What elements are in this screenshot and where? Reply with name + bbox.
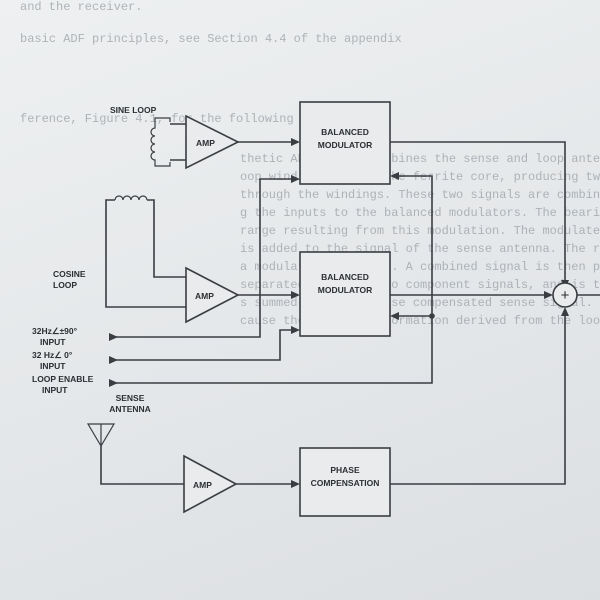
arrow-amp-bottom-to-phase (291, 480, 300, 488)
phase-compensation-block (299, 447, 391, 517)
wire-32hz-0 (110, 329, 292, 361)
mod-bottom-label-1: BALANCED (321, 272, 369, 282)
label-input-90-2: INPUT (40, 337, 66, 347)
bg-line-0: and the receiver. (20, 0, 142, 14)
label-cosine-1: COSINE (53, 269, 86, 279)
wire-antenna-to-amp (100, 446, 184, 485)
sine-loop-coil-icon (150, 117, 171, 167)
amp-top-label: AMP (196, 138, 215, 148)
bg-line-2: ference, Figure 4.1, for the following d… (20, 112, 380, 126)
bg-line-6: g the inputs to the balanced modulators.… (240, 206, 600, 220)
wire-32hz-90 (110, 178, 292, 338)
label-sine-loop: SINE LOOP (110, 105, 157, 115)
label-input-90-1: 32Hz∠±90° (32, 326, 78, 336)
wire-phase-to-summer (390, 315, 566, 485)
arrow-input-0 (109, 356, 118, 364)
mod-bottom-label-2: MODULATOR (318, 285, 372, 295)
bg-line-8: is added to the signal of the sense ante… (240, 242, 600, 256)
summer-plus-sign: + (561, 287, 570, 304)
balanced-modulator-bottom (299, 251, 391, 337)
arrow-32hz-0-to-mod-bottom (291, 326, 300, 334)
arrow-enable-to-mod-top (390, 172, 399, 180)
arrow-enable-to-mod-bottom (390, 312, 399, 320)
bg-line-5: through the windings. These two signals … (240, 188, 600, 202)
label-input-0-1: 32 Hz∠ 0° (32, 350, 73, 360)
arrow-amp-mid-to-mod (291, 291, 300, 299)
cosine-loop-coil-icon (114, 195, 148, 201)
arrow-loop-enable (109, 379, 118, 387)
label-sense-1: SENSE (116, 393, 145, 403)
amp-bottom-triangle (183, 454, 238, 514)
phase-label-2: COMPENSATION (311, 478, 380, 488)
arrow-32hz-90-to-mod-top (291, 175, 300, 183)
arrow-input-90 (109, 333, 118, 341)
label-sense-2: ANTENNA (109, 404, 151, 414)
wire-mod-top-to-summer (390, 141, 566, 281)
label-cosine-2: LOOP (53, 280, 77, 290)
background-text: and the receiver. basic ADF principles, … (20, 0, 600, 328)
bg-line-7: range resulting from this modulation. Th… (240, 224, 600, 238)
arrow-phase-to-summer (561, 307, 569, 316)
mod-top-label-2: MODULATOR (318, 140, 372, 150)
label-loop-enable-2: INPUT (42, 385, 68, 395)
amp-mid-label: AMP (195, 291, 214, 301)
junction-dot (429, 313, 435, 319)
mod-top-label-1: BALANCED (321, 127, 369, 137)
amp-top-triangle (185, 114, 240, 170)
bg-line-3: thetic ADF system combines the sense and… (240, 152, 600, 166)
sine-loop-leads (170, 123, 186, 161)
bg-line-9: a modulation of 32 Hz. A combined signal… (240, 260, 600, 274)
sense-antenna-icon (86, 423, 116, 448)
wire-cosine-left (105, 199, 186, 308)
wire-enable-bus-top (398, 175, 433, 316)
balanced-modulator-top (299, 101, 391, 185)
wire-cosine-right (147, 199, 186, 278)
amp-bottom-label: AMP (193, 480, 212, 490)
wire-loop-enable (110, 316, 433, 384)
label-input-0-2: INPUT (40, 361, 66, 371)
bg-line-1: basic ADF principles, see Section 4.4 of… (20, 32, 402, 46)
phase-label-1: PHASE (330, 465, 360, 475)
arrow-mod-bottom-to-summer (544, 291, 553, 299)
bg-line-10: separated into the two component signals… (240, 278, 600, 292)
amp-mid-triangle (185, 266, 240, 324)
label-loop-enable-1: LOOP ENABLE (32, 374, 94, 384)
arrow-amp-top-to-mod (291, 138, 300, 146)
